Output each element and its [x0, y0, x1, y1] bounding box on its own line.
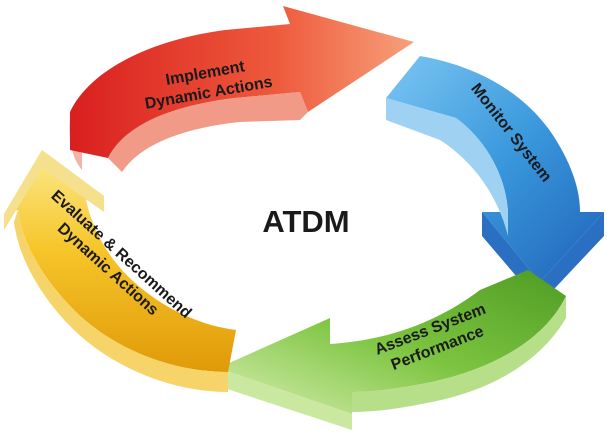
- assess-arrow-body: [218, 270, 566, 414]
- monitor-step-arrow: [386, 56, 604, 304]
- implement-arrow-edge: [108, 92, 308, 172]
- assess-arrow-edge: [352, 296, 566, 412]
- assess-step-arrow: [218, 270, 566, 430]
- evaluate-step-arrow: [4, 150, 236, 392]
- center-label: ATDM: [262, 204, 349, 239]
- monitor-arrow-edge: [386, 98, 508, 236]
- implement-arrow-body: [70, 6, 414, 158]
- evaluate-arrow-body: [4, 150, 236, 372]
- evaluate-arrow-side: [14, 210, 228, 392]
- implement-step-arrow: [69, 6, 414, 172]
- assess-arrow-side: [218, 368, 352, 430]
- monitor-arrow-body: [386, 56, 604, 282]
- evaluate-arrow-edge: [4, 150, 104, 230]
